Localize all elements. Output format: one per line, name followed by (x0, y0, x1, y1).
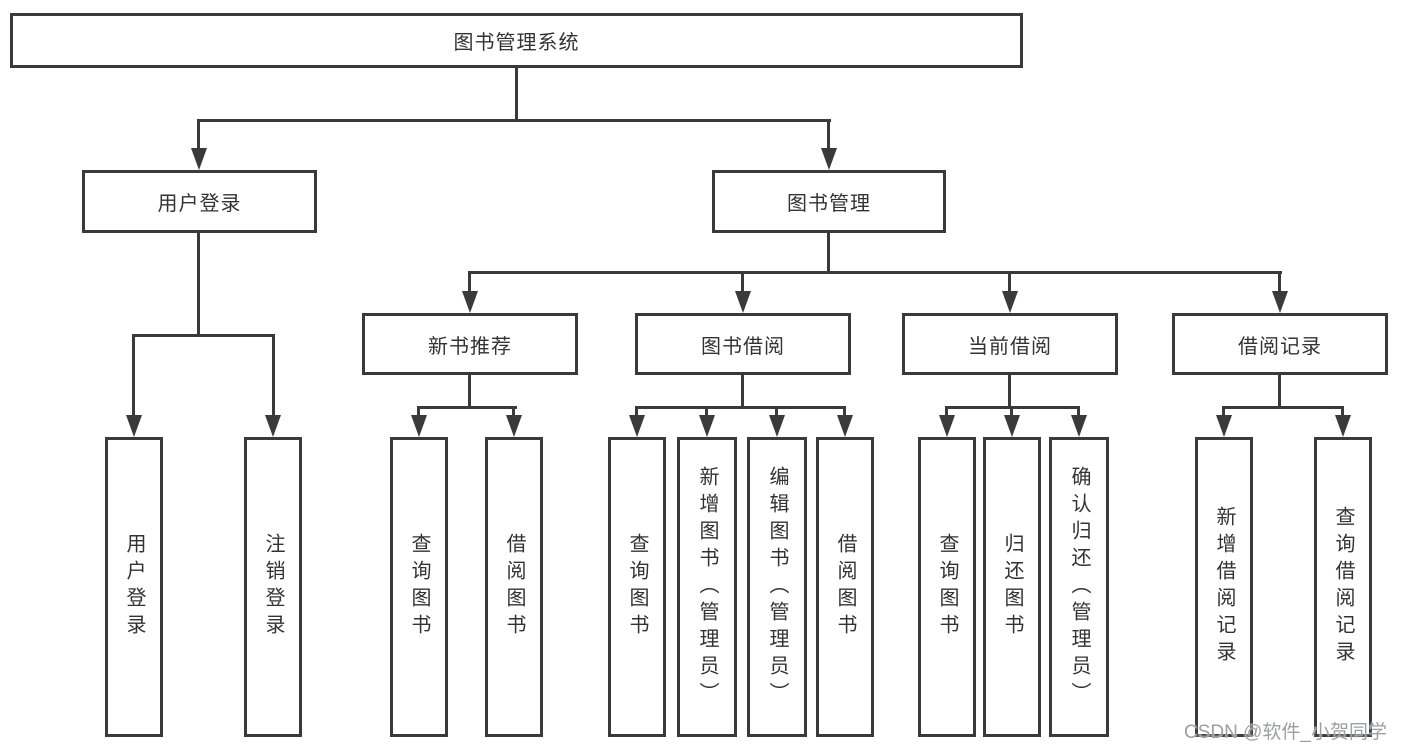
tree-connector (272, 334, 275, 416)
tree-connector (417, 406, 420, 417)
tree-connector (635, 406, 638, 417)
node-leaf-query-books-current: 查询图书 (918, 437, 976, 737)
tree-connector (132, 334, 135, 416)
tree-connector (1077, 406, 1080, 417)
tree-connector (945, 406, 948, 417)
node-leaf-query-books-recommend: 查询图书 (390, 437, 448, 737)
node-leaf-add-borrow-record: 新增借阅记录 (1195, 437, 1253, 737)
node-leaf-logout: 注销登录 (244, 437, 302, 737)
node-book-management: 图书管理 (712, 170, 946, 233)
tree-connector (1010, 406, 1013, 417)
arrowhead-down-icon (769, 415, 785, 437)
node-label: 查询图书 (408, 533, 430, 641)
arrowhead-down-icon (462, 291, 478, 313)
arrowhead-down-icon (1272, 291, 1288, 313)
tree-connector (1222, 406, 1225, 417)
node-label: 新增图书（管理员） (696, 465, 718, 709)
arrowhead-down-icon (629, 415, 645, 437)
arrowhead-down-icon (506, 415, 522, 437)
tree-connector (741, 271, 744, 292)
arrowhead-down-icon (265, 415, 281, 437)
node-label: 图书管理系统 (453, 32, 580, 54)
tree-connector (843, 406, 846, 417)
node-label: 查询图书 (936, 533, 958, 641)
arrowhead-down-icon (126, 415, 142, 437)
node-book-borrowing: 图书借阅 (635, 313, 851, 375)
tree-connector (132, 334, 275, 337)
node-label: 图书借阅 (701, 335, 785, 358)
node-label: 确认归还（管理员） (1068, 465, 1090, 709)
node-leaf-confirm-return-admin: 确认归还（管理员） (1049, 437, 1109, 737)
tree-connector (468, 375, 471, 409)
tree-connector (705, 406, 708, 417)
node-label: 借阅图书 (503, 533, 525, 641)
node-label: 新增借阅记录 (1213, 506, 1235, 668)
node-label: 查询图书 (626, 533, 648, 641)
node-leaf-add-books-admin: 新增图书（管理员） (677, 437, 737, 737)
arrowhead-down-icon (1335, 415, 1351, 437)
node-label: 归还图书 (1001, 533, 1023, 641)
tree-connector (515, 68, 518, 122)
arrowhead-down-icon (1216, 415, 1232, 437)
node-label: 注销登录 (262, 533, 284, 641)
node-leaf-query-borrow-record: 查询借阅记录 (1314, 437, 1372, 737)
tree-connector (741, 375, 744, 409)
tree-connector (1341, 406, 1344, 417)
arrowhead-down-icon (837, 415, 853, 437)
node-label: 借阅记录 (1238, 335, 1322, 358)
node-leaf-user-login: 用户登录 (105, 437, 163, 737)
node-leaf-edit-books-admin: 编辑图书（管理员） (747, 437, 807, 737)
node-current-borrowing: 当前借阅 (902, 313, 1118, 375)
node-leaf-return-books: 归还图书 (983, 437, 1041, 737)
tree-connector (468, 271, 1282, 274)
tree-connector (512, 406, 515, 417)
tree-connector (1008, 271, 1011, 292)
tree-connector (775, 406, 778, 417)
arrowhead-down-icon (1004, 415, 1020, 437)
node-label: 借阅图书 (834, 533, 856, 641)
arrowhead-down-icon (821, 148, 837, 170)
node-label: 当前借阅 (968, 335, 1052, 358)
tree-connector (417, 406, 517, 409)
tree-connector (1008, 375, 1011, 409)
node-label: 图书管理 (787, 193, 871, 215)
arrowhead-down-icon (1071, 415, 1087, 437)
node-leaf-query-books-borrowing: 查询图书 (608, 437, 666, 737)
node-label: 编辑图书（管理员） (766, 465, 788, 709)
arrowhead-down-icon (699, 415, 715, 437)
tree-connector (197, 233, 200, 337)
arrowhead-down-icon (1002, 291, 1018, 313)
tree-connector (827, 119, 830, 149)
csdn-watermark: CSDN @软件_小贺同学 (1184, 722, 1387, 743)
tree-connector (827, 233, 830, 274)
node-new-book-recommend: 新书推荐 (362, 313, 578, 375)
arrowhead-down-icon (191, 148, 207, 170)
node-leaf-borrow-books: 借阅图书 (816, 437, 874, 737)
tree-connector (468, 271, 471, 292)
arrowhead-down-icon (939, 415, 955, 437)
tree-connector (635, 406, 846, 409)
tree-connector (1278, 271, 1281, 292)
node-borrowing-records: 借阅记录 (1172, 313, 1388, 375)
node-label: 查询借阅记录 (1332, 506, 1354, 668)
node-label: 用户登录 (157, 193, 242, 215)
node-label: 用户登录 (123, 533, 145, 641)
arrowhead-down-icon (411, 415, 427, 437)
tree-connector (197, 119, 200, 149)
node-label: 新书推荐 (428, 335, 512, 358)
tree-connector (197, 119, 831, 122)
tree-connector (1278, 375, 1281, 409)
node-library-management-system: 图书管理系统 (10, 13, 1023, 68)
tree-connector (1222, 406, 1344, 409)
node-user-login: 用户登录 (82, 170, 317, 233)
arrowhead-down-icon (735, 291, 751, 313)
node-leaf-borrow-books-recommend: 借阅图书 (485, 437, 543, 737)
